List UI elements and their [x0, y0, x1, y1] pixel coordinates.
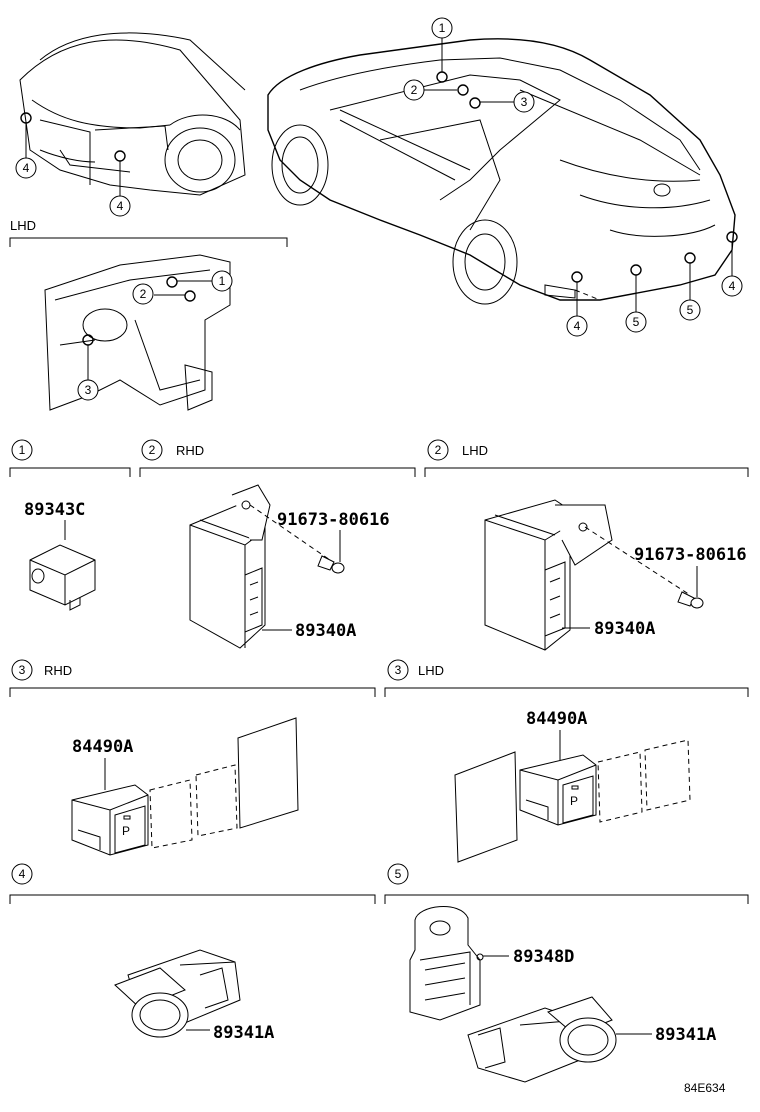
- section-2-lhd-label: LHD: [462, 443, 488, 458]
- bolt-lhd: [677, 591, 704, 609]
- section-5-number: 5: [395, 867, 402, 881]
- front-corner-illustration: [19, 32, 246, 196]
- control-ecu-rhd: [189, 484, 271, 649]
- part-91673-80616-rhd: 91673-80616: [277, 510, 390, 530]
- lhd-callout-1: [211, 270, 233, 292]
- sonar-switch-rhd: P: [71, 784, 149, 856]
- switch-glyph-rhd: P: [122, 824, 130, 838]
- callout-4-car-a-label: 4: [574, 319, 581, 333]
- section-1-number: 1: [19, 443, 26, 457]
- section-2-rhd-label: RHD: [176, 443, 204, 458]
- section-1: 1 89343C: [9, 439, 131, 611]
- callout-markers: 4 4 1 2 3 4 5 5 4: [15, 17, 743, 337]
- callout-4-car-a: [566, 315, 588, 337]
- callout-4-front-b-label: 4: [117, 199, 124, 213]
- lhd-callout-2-label: 2: [140, 287, 147, 301]
- section-3-lhd-number: 3: [395, 663, 402, 677]
- control-ecu-lhd: [484, 499, 613, 651]
- lhd-header-label: LHD: [10, 218, 36, 233]
- diagram-code: 84E634: [684, 1081, 726, 1095]
- section-3-rhd-label: RHD: [44, 663, 72, 678]
- part-89343C: 89343C: [24, 500, 85, 520]
- callout-3-car-label: 3: [521, 95, 528, 109]
- callout-2-car-label: 2: [411, 83, 418, 97]
- sensor-retainer-89348D: [409, 905, 484, 1021]
- callout-4-front-b: [109, 195, 131, 217]
- lhd-callout-3: [77, 379, 99, 401]
- callout-5-car-b: [679, 299, 701, 321]
- section-3-rhd: 3 RHD 84490A P: [9, 659, 376, 856]
- part-89340A-lhd: 89340A: [594, 619, 655, 639]
- section-4: 4 89341A: [9, 863, 376, 1043]
- ultrasonic-sensor-s5: [467, 996, 617, 1083]
- clearance-sensor-89343C: [29, 544, 96, 611]
- callout-5-car-a: [625, 311, 647, 333]
- part-89348D: 89348D: [513, 947, 574, 967]
- bolt-rhd: [317, 555, 345, 574]
- section-2-lhd: 2 LHD 91673-80616 89340A: [424, 439, 749, 651]
- section-3-lhd-label: LHD: [418, 663, 444, 678]
- part-89341A-s4: 89341A: [213, 1023, 274, 1043]
- section-2-rhd-number: 2: [149, 443, 156, 457]
- callout-4-front-a-label: 4: [23, 161, 30, 175]
- lhd-callout-3-label: 3: [85, 383, 92, 397]
- sonar-switch-lhd: P: [519, 754, 597, 826]
- section-3-rhd-number: 3: [19, 663, 26, 677]
- section-5: 5 89348D 89341A: [384, 863, 749, 1083]
- part-84490A-rhd: 84490A: [72, 737, 133, 757]
- part-89340A-rhd: 89340A: [295, 621, 356, 641]
- callout-4-front-a: [15, 157, 37, 179]
- callout-5-car-a-label: 5: [633, 315, 640, 329]
- callout-1-car-label: 1: [439, 21, 446, 35]
- lhd-dashboard-group: LHD 1 2 3: [9, 218, 288, 411]
- callout-4-car-b: [721, 275, 743, 297]
- lhd-callout-1-label: 1: [219, 274, 226, 288]
- ultrasonic-sensor-s4: [114, 949, 241, 1038]
- vehicle-illustration: [267, 38, 736, 305]
- section-3-lhd: 3 LHD 84490A P: [384, 659, 749, 863]
- section-2-rhd: 2 RHD 91673-80616 89340A: [139, 439, 416, 649]
- section-4-number: 4: [19, 867, 26, 881]
- switch-glyph-lhd: P: [570, 794, 578, 808]
- part-91673-80616-lhd: 91673-80616: [634, 545, 747, 565]
- lhd-callout-2: [132, 283, 154, 305]
- part-84490A-lhd: 84490A: [526, 709, 587, 729]
- callout-5-car-b-label: 5: [687, 303, 694, 317]
- callout-4-car-b-label: 4: [729, 279, 736, 293]
- part-89341A-s5: 89341A: [655, 1025, 716, 1045]
- section-2-lhd-number: 2: [435, 443, 442, 457]
